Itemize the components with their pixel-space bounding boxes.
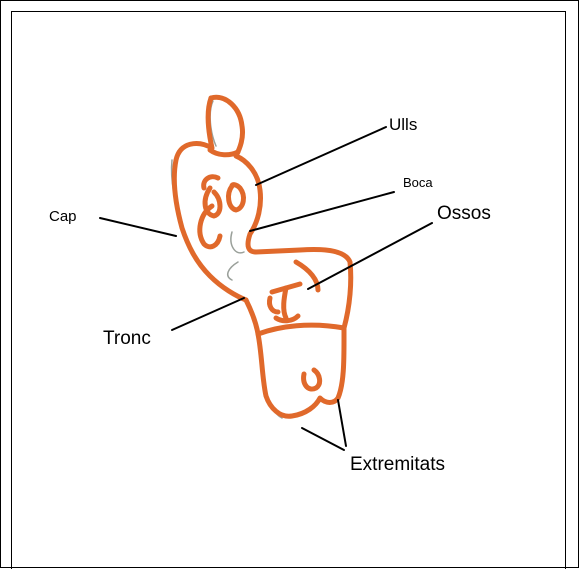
label-extremitats: Extremitats bbox=[350, 455, 445, 474]
bone-mark-left bbox=[269, 298, 278, 312]
forehead-stroke bbox=[210, 150, 238, 155]
foot-loop bbox=[304, 370, 320, 389]
label-cap: Cap bbox=[49, 209, 77, 224]
leader-line-ulls bbox=[256, 127, 386, 185]
label-ulls: Ulls bbox=[389, 116, 417, 133]
leader-line-cap bbox=[100, 218, 176, 236]
figure-drawing bbox=[174, 97, 350, 416]
leader-line-extremitats-a bbox=[302, 428, 344, 450]
bone-mark-stem bbox=[284, 288, 286, 318]
belly-line bbox=[258, 325, 344, 334]
label-boca: Boca bbox=[403, 176, 433, 189]
leader-line-boca bbox=[250, 192, 394, 231]
right-eye bbox=[229, 185, 244, 210]
leader-line-ossos bbox=[308, 223, 432, 289]
label-ossos: Ossos bbox=[437, 204, 491, 223]
label-tronc: Tronc bbox=[103, 329, 151, 348]
head-left-outline bbox=[174, 98, 246, 300]
leader-line-extremitats-b bbox=[338, 400, 346, 446]
leader-line-tronc bbox=[172, 298, 244, 330]
pencil-sketch bbox=[172, 101, 282, 418]
